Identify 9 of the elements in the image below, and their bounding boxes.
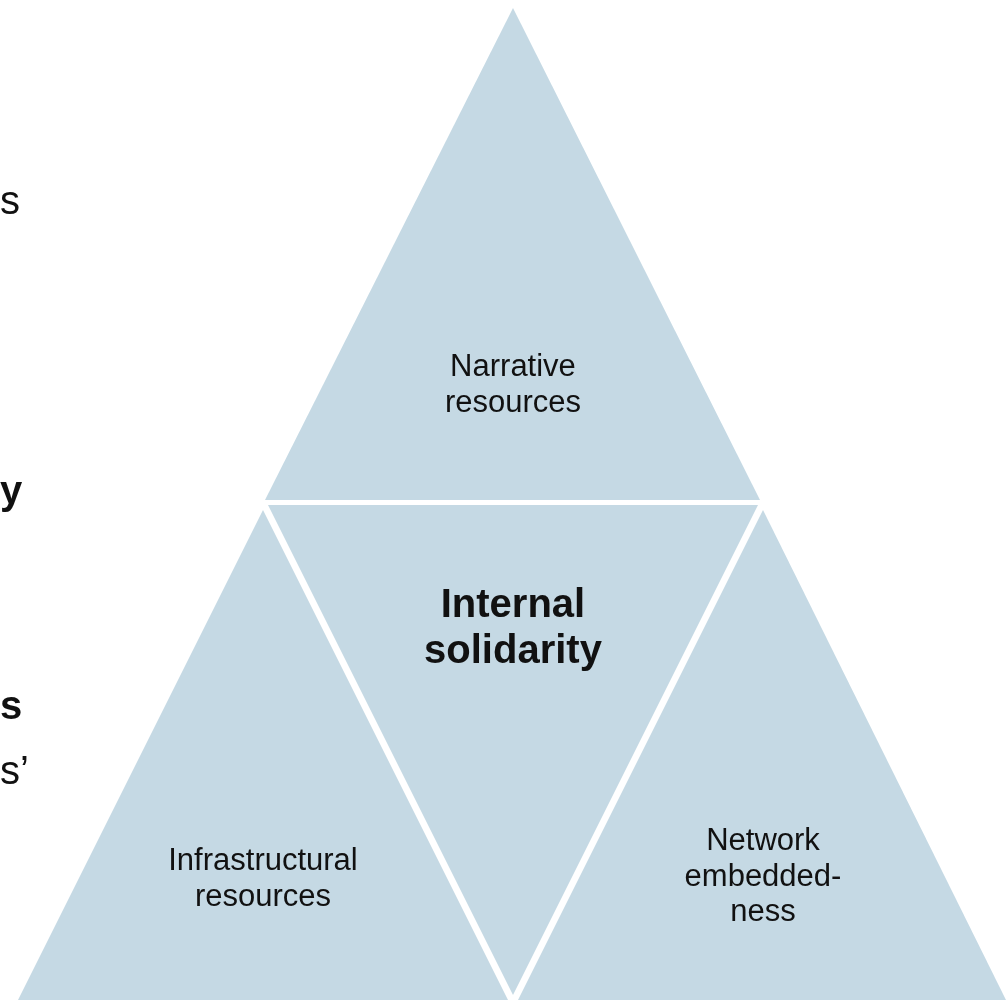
text-fragment: y: [0, 470, 23, 510]
text-fragment: s: [0, 685, 23, 725]
triangle-segment: [265, 8, 760, 500]
segment-label: Infrastructural resources: [167, 842, 359, 914]
segment-label: Network embedded-ness: [683, 822, 843, 929]
segment-label: Narrative resources: [443, 348, 583, 420]
text-fragment: s’: [0, 750, 29, 790]
segment-label: Internal solidarity: [423, 580, 603, 672]
text-fragment: s: [0, 180, 20, 220]
